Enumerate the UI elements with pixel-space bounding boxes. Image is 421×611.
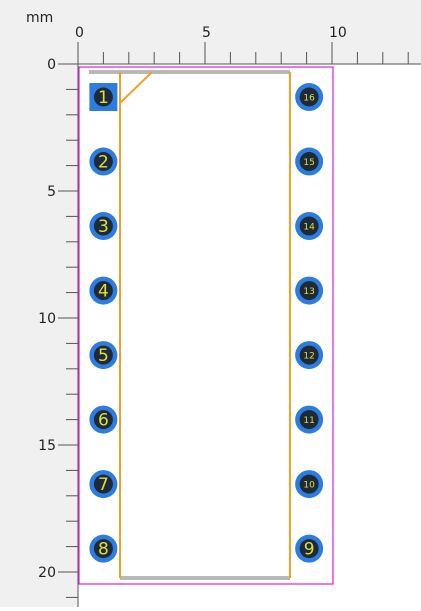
y-ruler-label: 5 [47, 184, 56, 200]
pad-drill-hole [299, 345, 319, 365]
pad-number: 12 [303, 352, 314, 362]
pad-drill-hole [93, 539, 113, 559]
pad-14[interactable]: 14 [295, 212, 324, 241]
left-ruler [0, 0, 78, 607]
pad-15[interactable]: 15 [295, 147, 324, 176]
pad-6[interactable]: 6 [89, 405, 118, 434]
x-ruler-ticks: 0 5 10 [75, 25, 409, 64]
pad-12[interactable]: 12 [295, 341, 324, 370]
pad-drill-hole [299, 539, 319, 559]
ruler-unit-label: mm [26, 10, 53, 26]
y-ruler-label: 0 [47, 57, 56, 73]
pad-drill-hole [299, 410, 319, 430]
y-ruler-label: 15 [38, 438, 56, 454]
pad-number: 6 [98, 411, 109, 431]
pad-drill-hole [93, 474, 113, 494]
pad-7[interactable]: 7 [89, 470, 118, 499]
pad-number: 4 [98, 282, 109, 302]
pad-16[interactable]: 16 [295, 83, 324, 112]
pad-8[interactable]: 8 [89, 534, 118, 563]
courtyard-outline [78, 66, 334, 585]
pad-number: 11 [303, 416, 314, 426]
pad-number: 7 [98, 475, 109, 495]
pad-drill-hole [299, 152, 319, 172]
pad-drill-hole [299, 216, 319, 236]
pad-9[interactable]: 9 [295, 534, 324, 563]
x-ruler-label: 10 [329, 25, 347, 41]
pad-2[interactable]: 2 [89, 147, 118, 176]
pad-drill-hole [93, 410, 113, 430]
pad-number: 14 [303, 223, 315, 233]
pad-4[interactable]: 4 [89, 276, 118, 305]
pad-drill-hole [299, 474, 319, 494]
pad-number: 13 [303, 287, 314, 297]
pad-drill-hole [299, 281, 319, 301]
pad-number: 10 [303, 481, 315, 491]
y-ruler-ticks: 0 5 10 15 20 [38, 57, 78, 598]
pad-drill-hole [93, 152, 113, 172]
pad-number: 5 [98, 346, 109, 366]
pad-drill-hole [93, 216, 113, 236]
pad-13[interactable]: 13 [295, 276, 324, 305]
y-ruler-label: 10 [38, 311, 56, 327]
pad-number: 16 [303, 94, 315, 104]
pad-drill-hole [299, 87, 319, 107]
pad-number: 9 [304, 540, 315, 560]
pad-number: 2 [98, 153, 109, 173]
x-ruler-label: 5 [202, 25, 211, 41]
pad-drill-hole [93, 281, 113, 301]
pad-drill-hole [93, 87, 113, 107]
pin1-marker [119, 71, 153, 104]
pad-number: 3 [98, 217, 109, 237]
pad-number: 1 [98, 88, 109, 108]
pad-number: 15 [303, 158, 314, 168]
pad-1[interactable]: 1 [89, 83, 118, 112]
pad-10[interactable]: 10 [295, 470, 324, 499]
pad-number: 8 [98, 540, 109, 560]
pad-11[interactable]: 11 [295, 405, 324, 434]
y-ruler-label: 20 [38, 565, 56, 581]
x-ruler-label: 0 [75, 25, 84, 41]
pad-3[interactable]: 3 [89, 212, 118, 241]
pad-5[interactable]: 5 [89, 341, 118, 370]
pad-drill-hole [93, 345, 113, 365]
